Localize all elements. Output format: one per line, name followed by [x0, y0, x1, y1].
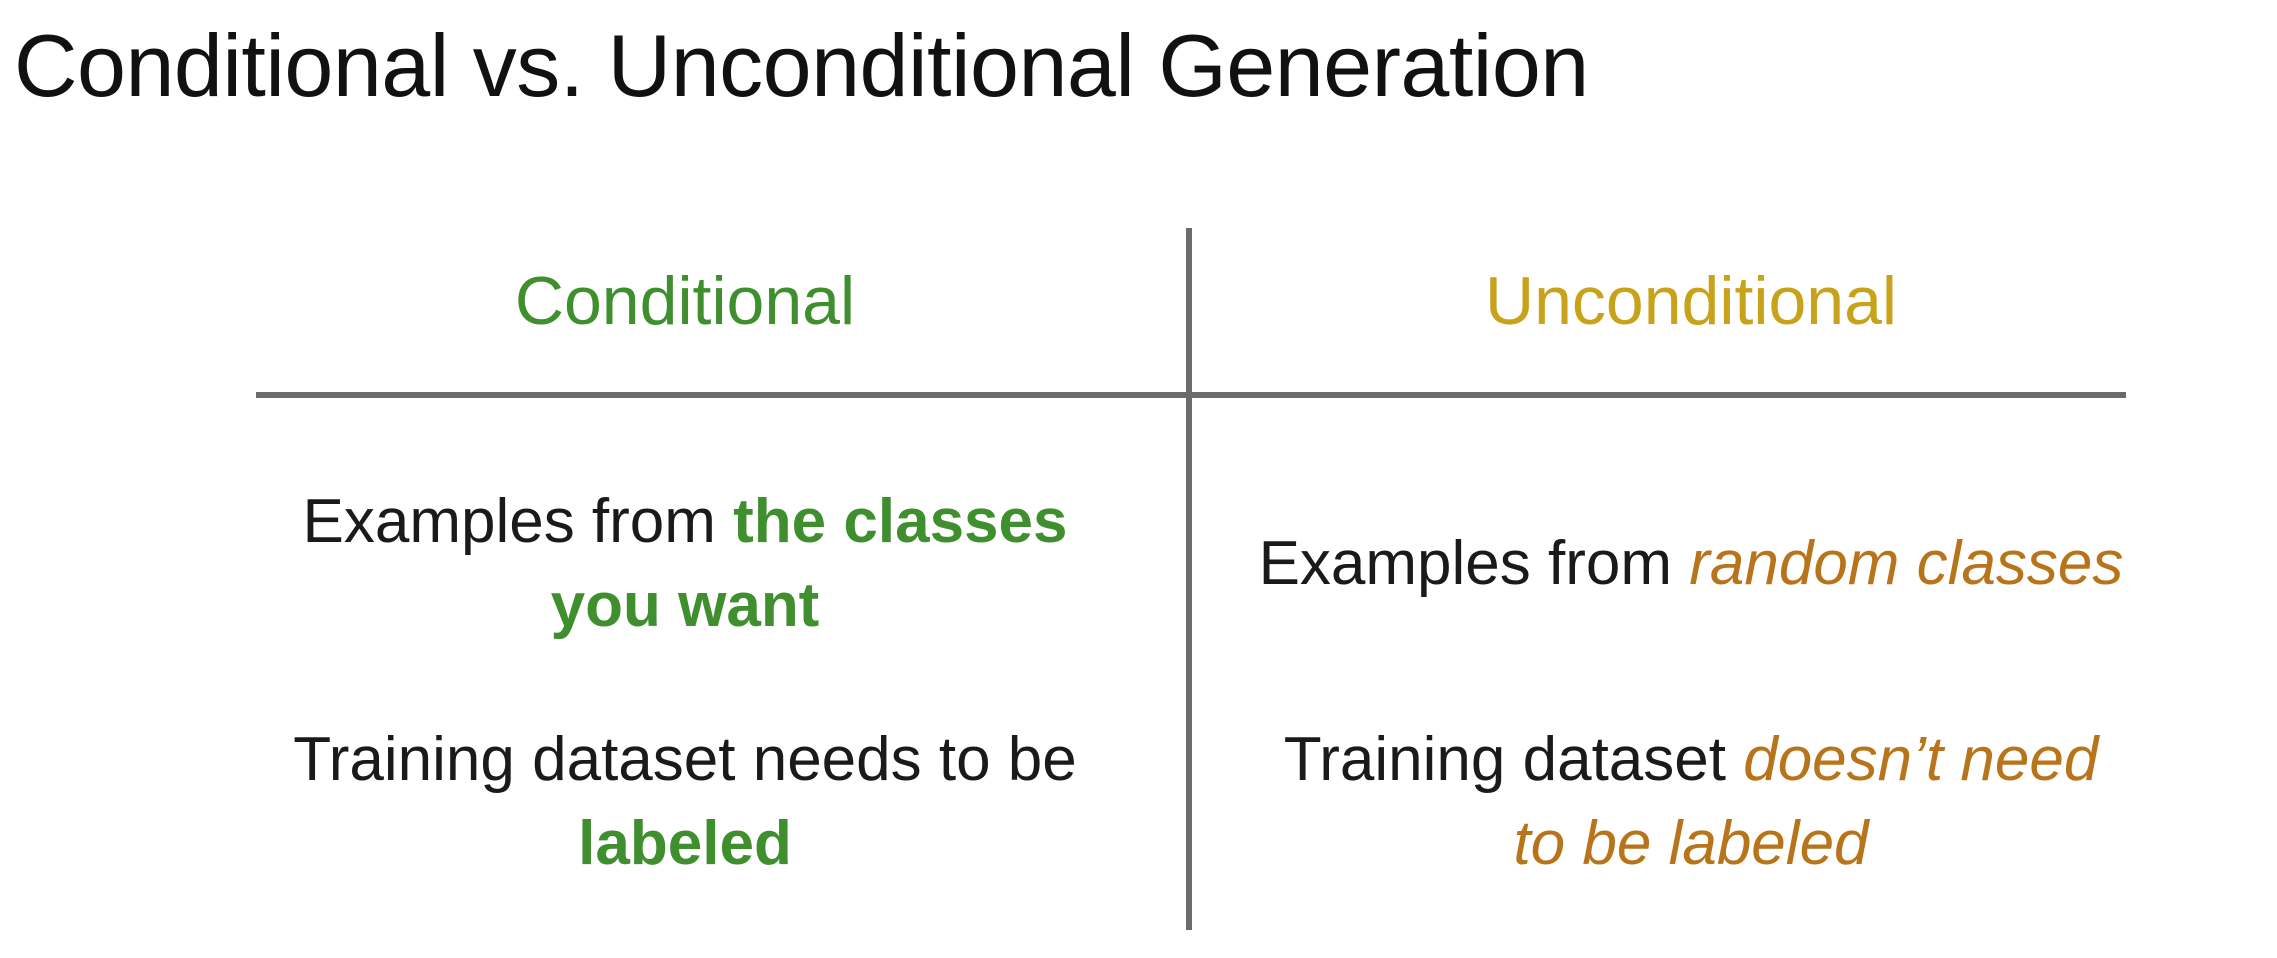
row1-conditional-highlight-1: the classes	[733, 487, 1068, 556]
row2-conditional-highlight: labeled	[578, 809, 792, 878]
table-vertical-divider	[1186, 228, 1192, 930]
table-horizontal-divider	[256, 392, 2126, 398]
row1-unconditional-highlight: random classes	[1689, 529, 2124, 598]
row2-unconditional-cell: Training dataset doesn’t need to be labe…	[1196, 718, 2186, 886]
row2-unconditional-text: Training dataset	[1283, 725, 1744, 794]
row2-conditional-text: Training dataset needs to be	[293, 725, 1077, 794]
header-conditional: Conditional	[514, 263, 856, 339]
row2-unconditional-highlight-1: doesn’t need	[1743, 725, 2099, 794]
row1-conditional-cell: Examples from the classes you want	[190, 480, 1180, 648]
row1-unconditional-text: Examples from	[1258, 529, 1690, 598]
row1-unconditional-cell: Examples from random classes	[1196, 522, 2186, 606]
row1-conditional-text: Examples from	[302, 487, 734, 556]
row1-conditional-highlight-2: you want	[550, 571, 820, 640]
row2-conditional-cell: Training dataset needs to be labeled	[190, 718, 1180, 886]
header-unconditional: Unconditional	[1484, 263, 1898, 339]
slide-title: Conditional vs. Unconditional Generation	[14, 16, 1589, 115]
row2-unconditional-highlight-2: to be labeled	[1513, 809, 1869, 878]
